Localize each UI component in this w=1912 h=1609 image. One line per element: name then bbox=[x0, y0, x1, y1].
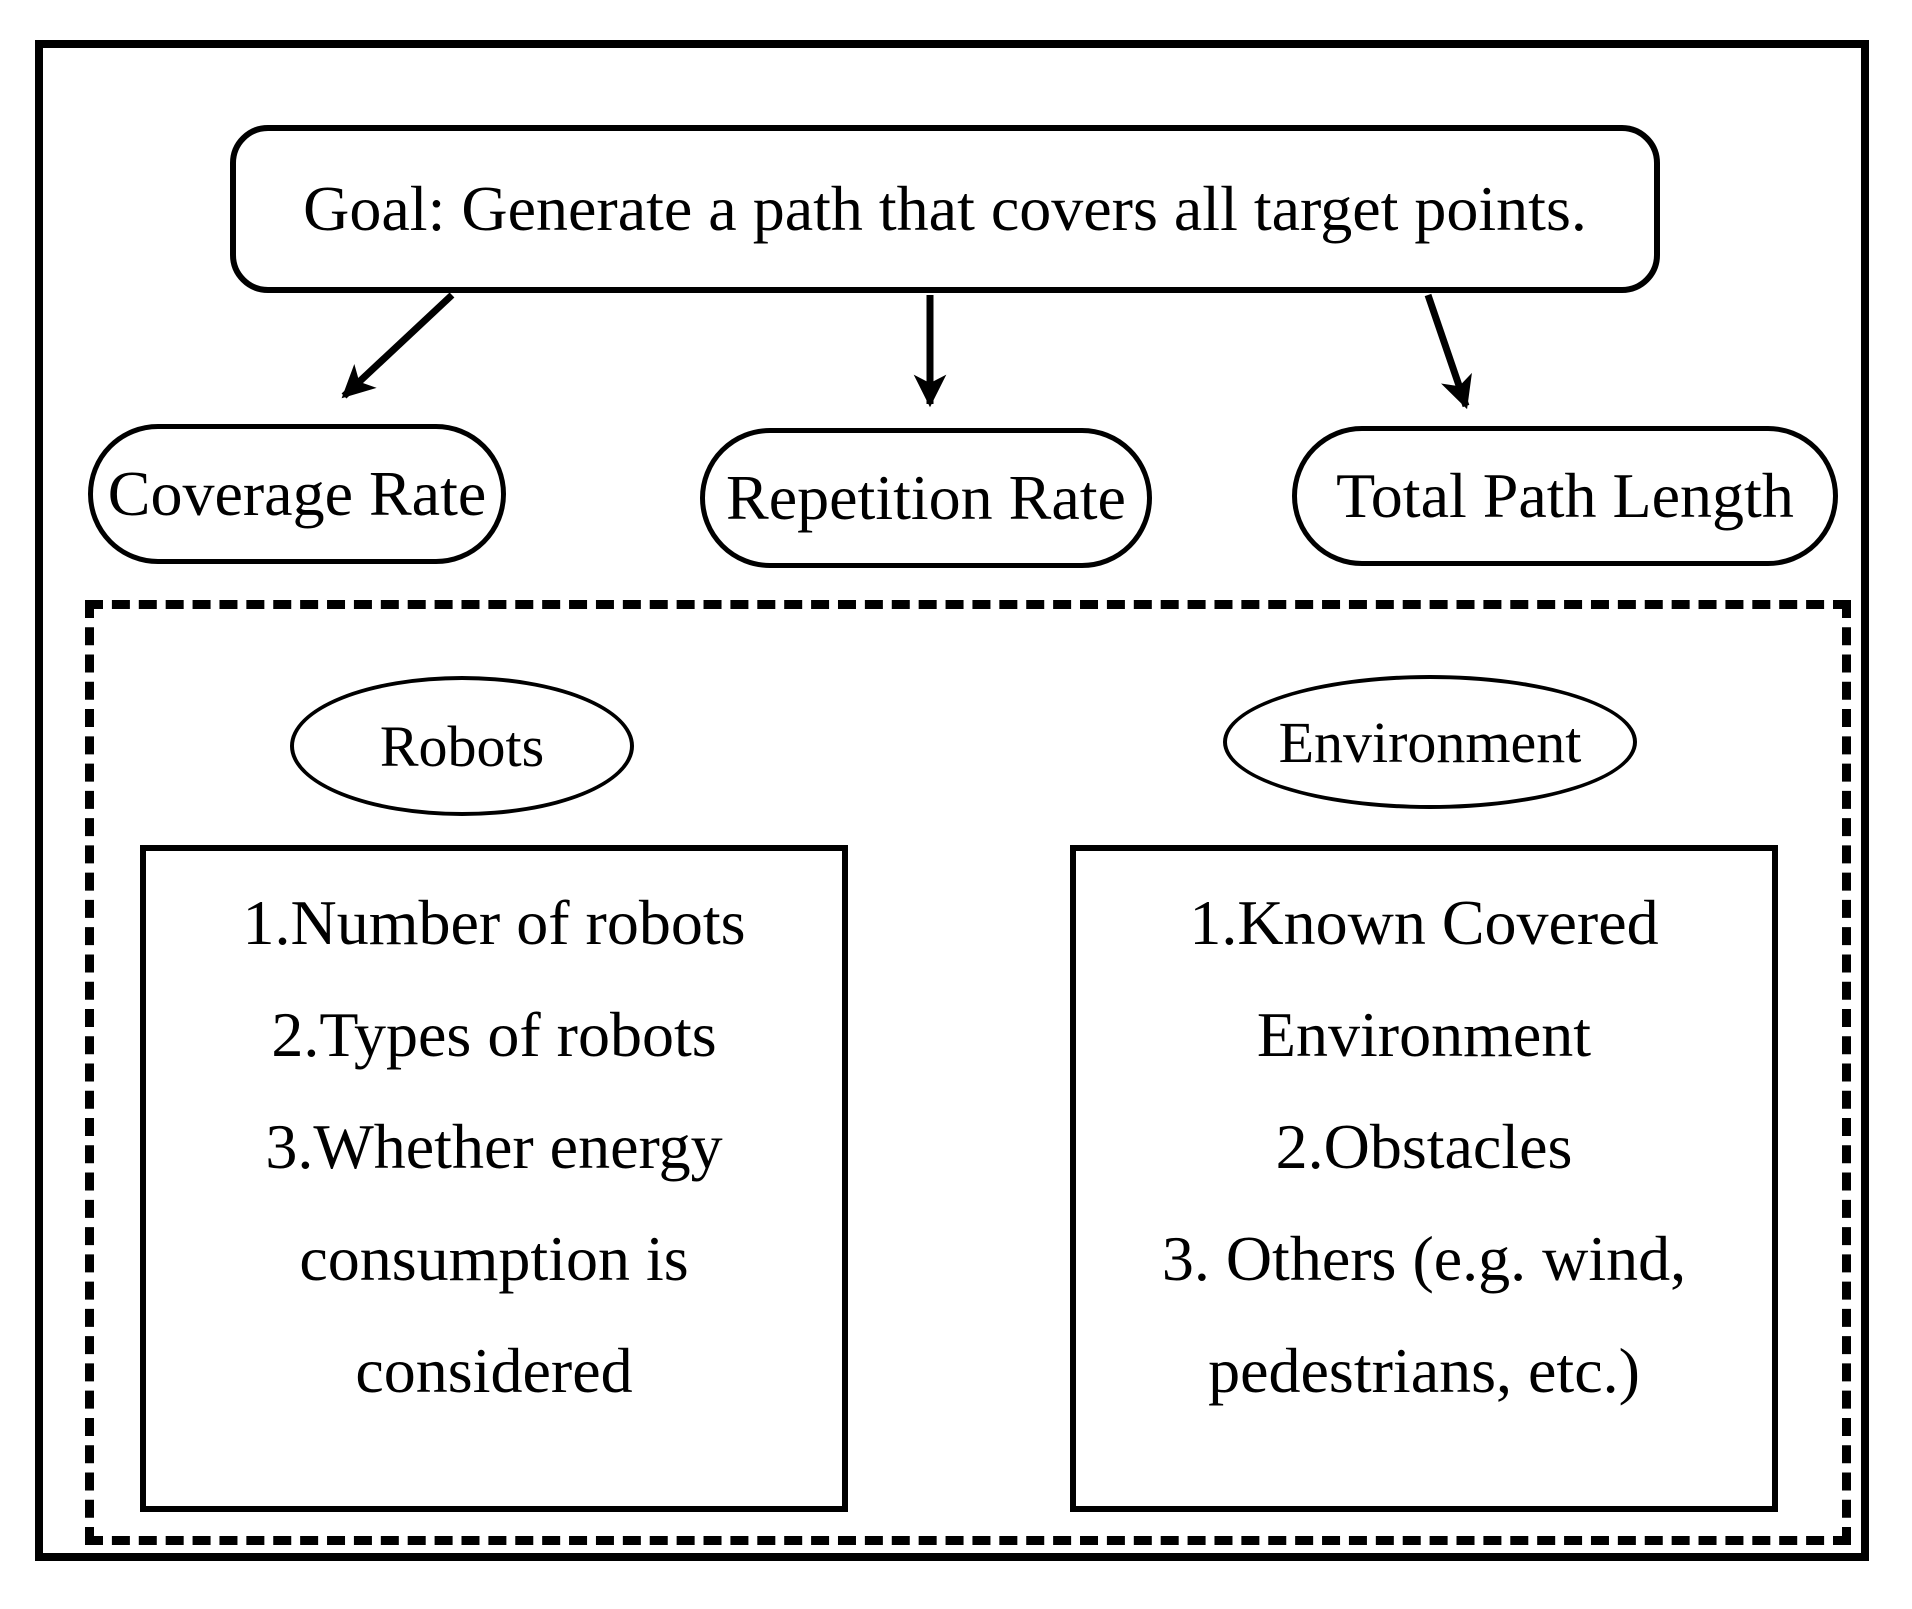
robots-label: Robots bbox=[379, 713, 545, 779]
environment-list-item-3: 3. Others (e.g. wind, pedestrians, etc.) bbox=[1161, 1223, 1687, 1406]
outer-border-frame bbox=[35, 40, 1869, 1561]
robots-list-item-1: 1.Number of robots bbox=[242, 887, 746, 958]
environment-label: Environment bbox=[1278, 709, 1582, 775]
robots-ellipse: Robots bbox=[290, 676, 634, 816]
repetition-rate-label: Repetition Rate bbox=[726, 462, 1126, 533]
metric-pill-total-path-length: Total Path Length bbox=[1292, 426, 1838, 566]
environment-list-item-1: 1.Known Covered Environment bbox=[1189, 887, 1659, 1070]
environment-ellipse: Environment bbox=[1223, 675, 1637, 809]
robots-list-item-2: 2.Types of robots bbox=[271, 999, 717, 1070]
constraints-dashed-group-box bbox=[85, 600, 1851, 1545]
goal-box: Goal: Generate a path that covers all ta… bbox=[230, 125, 1660, 293]
total-path-length-label: Total Path Length bbox=[1336, 460, 1794, 531]
metric-pill-coverage-rate: Coverage Rate bbox=[88, 424, 506, 564]
robots-detail-box: 1.Number of robots 2.Types of robots 3.W… bbox=[140, 845, 848, 1512]
environment-detail-box: 1.Known Covered Environment 2.Obstacles … bbox=[1070, 845, 1778, 1512]
goal-label: Goal: Generate a path that covers all ta… bbox=[303, 173, 1587, 244]
metric-pill-repetition-rate: Repetition Rate bbox=[700, 428, 1152, 568]
robots-list-item-3: 3.Whether energy consumption is consider… bbox=[265, 1111, 723, 1406]
coverage-rate-label: Coverage Rate bbox=[107, 458, 487, 529]
environment-list-item-2: 2.Obstacles bbox=[1275, 1111, 1573, 1182]
